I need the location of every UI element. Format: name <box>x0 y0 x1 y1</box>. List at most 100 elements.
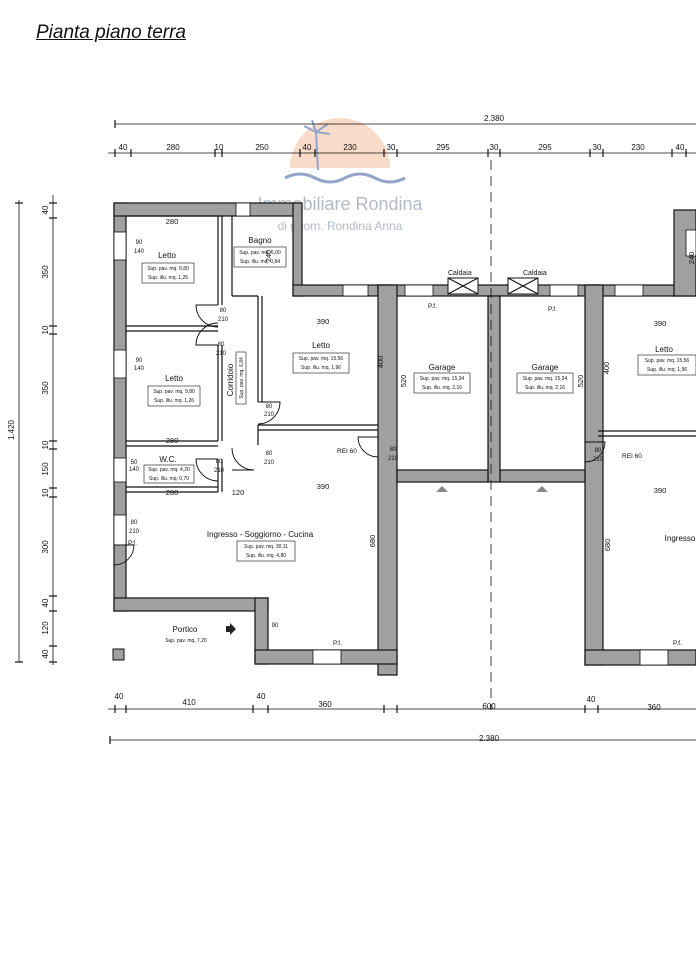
door-dim: 210 <box>216 351 227 357</box>
wave-icon <box>284 172 406 184</box>
room-light-area: Sup. illu. mq. 1,26 <box>154 398 194 404</box>
room-light-area: Sup. illu. mq. 1,96 <box>301 365 341 371</box>
top-dim-labels: 40 280 10 250 40 230 30 295 30 295 30 23… <box>119 143 685 152</box>
room-info-box <box>235 351 247 405</box>
left-dim: 10 <box>41 325 50 334</box>
room-name: Bagno <box>248 236 272 245</box>
page-title: Pianta piano terra <box>36 22 186 43</box>
room-area: Sup. pav. mq. 7,20 <box>165 638 207 644</box>
top-dim: 30 <box>593 143 602 152</box>
top-dim: 230 <box>343 143 357 152</box>
left-dim: 350 <box>41 381 50 395</box>
room-area: Sup. pav. mq. 6,84 <box>239 357 245 399</box>
room-light-area: Sup. illu. mq. 2,16 <box>422 385 462 391</box>
left-dim: 40 <box>41 649 50 658</box>
top-dim: 40 <box>119 143 128 152</box>
bottom-dim: 600 <box>482 702 496 711</box>
inner-dim: 400 <box>376 356 385 369</box>
bottom-overall-dim: 2.380 <box>479 734 500 743</box>
column-marker <box>112 648 125 661</box>
window-dim: 80 <box>131 520 138 526</box>
fire-rating-label: REI 60 <box>337 448 357 455</box>
top-dim: 280 <box>166 143 180 152</box>
pf-label: P.f. <box>428 303 437 310</box>
inner-dim: 280 <box>166 436 179 445</box>
top-dim: 295 <box>436 143 450 152</box>
room-info-box <box>236 540 296 562</box>
room-light-area: Sup. illu. mq. 0,70 <box>149 476 189 482</box>
top-dim: 295 <box>538 143 552 152</box>
room-name: Letto <box>655 345 673 354</box>
bottom-dim: 410 <box>182 698 196 707</box>
top-dim: 40 <box>303 143 312 152</box>
door-dim: 90 <box>272 623 279 629</box>
room-area: Sup. pav. mq. 30,11 <box>244 544 288 550</box>
door-dim: 80 <box>595 448 602 454</box>
palm-icon <box>303 119 331 171</box>
room-light-area: Sup. illu. mq. 1,96 <box>647 367 687 373</box>
inner-dim: 390 <box>654 319 667 328</box>
window-dim: 210 <box>129 529 140 535</box>
room-name: Garage <box>532 363 559 372</box>
room-name: Corridoio <box>226 363 235 396</box>
inner-dim: 520 <box>399 375 408 388</box>
garage-entry-arrows <box>226 486 548 635</box>
portico-arrow-icon <box>226 623 236 635</box>
top-dim: 250 <box>255 143 269 152</box>
top-dimensions <box>108 120 696 157</box>
room-area: Sup. pav. mq. 9,80 <box>153 389 195 395</box>
room-name: Portico <box>173 625 198 634</box>
pf-label: P.f. <box>673 640 682 647</box>
door-dim: 210 <box>264 460 275 466</box>
top-dim: 30 <box>490 143 499 152</box>
caldaia-label: Caldaia <box>448 270 472 277</box>
room-name: Letto <box>165 374 183 383</box>
bottom-dim: 40 <box>587 695 596 704</box>
window-dim: 140 <box>134 366 145 372</box>
inner-dim: 520 <box>576 375 585 388</box>
room-area: Sup. pav. mq. 15,56 <box>645 358 690 364</box>
top-dim: 40 <box>676 143 685 152</box>
partitions <box>126 215 696 493</box>
door-dim: 210 <box>264 412 275 418</box>
bottom-dimensions <box>108 705 696 744</box>
inner-dim: 680 <box>603 539 612 552</box>
inner-dim: 280 <box>166 488 179 497</box>
inner-dim: 680 <box>368 535 377 548</box>
room-name: Letto <box>158 251 176 260</box>
pf-label: P.f. <box>128 540 137 547</box>
watermark-logo: Immobiliare Rondina di geom. Rondina Ann… <box>257 118 424 233</box>
pf-label: P.f. <box>548 306 557 313</box>
bottom-dim: 40 <box>115 692 124 701</box>
door-dim: 80 <box>266 451 273 457</box>
room-info-box <box>413 372 471 394</box>
room-area: Sup. pav. mq. 4,20 <box>148 467 190 473</box>
left-dimensions <box>15 195 57 665</box>
room-light-area: Sup. illu. mq. 0,84 <box>240 259 280 265</box>
door-dim: 80 <box>390 447 397 453</box>
left-dim: 120 <box>41 621 50 635</box>
room-name: Ingresso <box>665 534 696 543</box>
bottom-dim: 40 <box>257 692 266 701</box>
door-dim: 80 <box>266 404 273 410</box>
left-dim: 350 <box>41 265 50 279</box>
left-dim: 10 <box>41 488 50 497</box>
room-info-box <box>516 372 574 394</box>
room-info-box <box>141 262 195 284</box>
room-name: Letto <box>312 341 330 350</box>
top-dim: 10 <box>215 143 224 152</box>
pf-label: P.f. <box>333 640 342 647</box>
room-name: Ingresso - Soggiorno - Cucina <box>207 530 314 539</box>
left-dim: 40 <box>41 598 50 607</box>
room-info-box <box>233 246 287 268</box>
left-dim: 150 <box>41 462 50 476</box>
window-dim: 140 <box>129 467 140 473</box>
top-dim: 230 <box>631 143 645 152</box>
room-info-box <box>637 354 696 376</box>
room-name: W.C. <box>159 455 176 464</box>
window-dim: 90 <box>136 240 143 246</box>
room-light-area: Sup. illu. mq. 4,80 <box>246 553 286 559</box>
top-dim: 30 <box>387 143 396 152</box>
door-dim: 80 <box>216 459 223 465</box>
